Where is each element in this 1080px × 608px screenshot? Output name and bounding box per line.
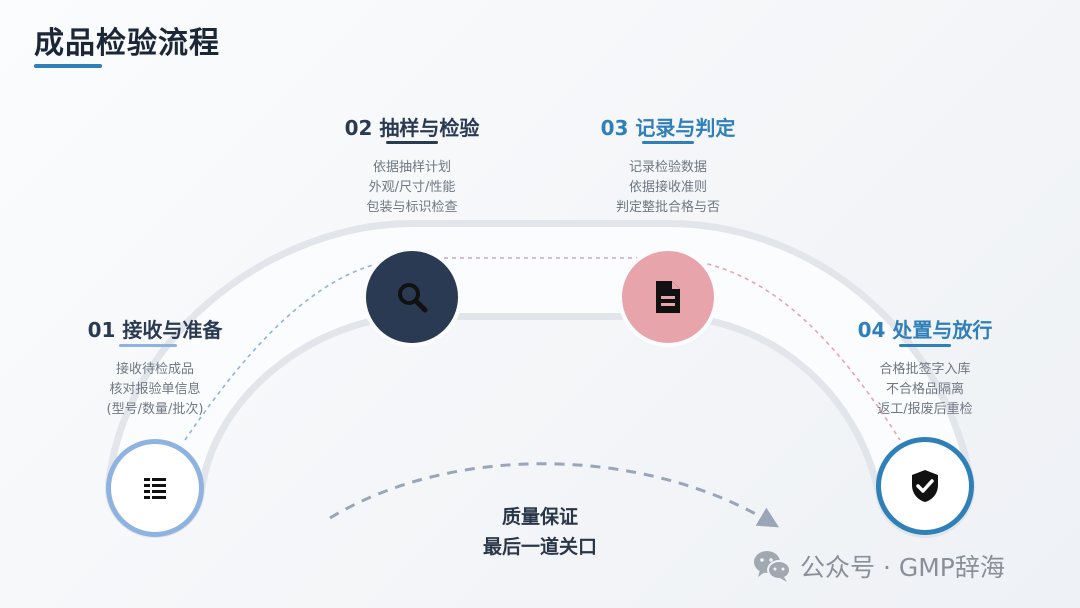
step-1-underline	[119, 344, 177, 347]
center-label-line2: 最后一道关口	[482, 536, 598, 558]
step-4-node	[876, 437, 974, 535]
step-4-line: 不合格品隔离	[885, 382, 965, 397]
step-4-line: 合格批签字入库	[879, 362, 971, 377]
step-2-title: 02 抽样与检验	[344, 116, 480, 140]
step-2-line: 包装与标识检查	[366, 200, 458, 215]
step-1-title: 01 接收与准备	[87, 318, 223, 342]
flow-road	[112, 227, 968, 531]
list-icon	[144, 478, 166, 499]
center-label-line1: 质量保证	[501, 506, 579, 528]
step-1-description: 接收待检成品 核对报验单信息 (型号/数量/批次)	[107, 360, 204, 420]
step-1-line: 接收待检成品	[115, 362, 194, 377]
step-1-line: 核对报验单信息	[109, 382, 201, 397]
step-3-line: 依据接收准则	[628, 180, 708, 195]
step-4-underline	[899, 344, 951, 347]
page-title: 成品检验流程	[34, 26, 220, 61]
quality-arrow	[329, 462, 780, 528]
step-2-underline	[386, 141, 438, 144]
step-2-line: 外观/尺寸/性能	[368, 180, 456, 195]
step-4-line: 返工/报废后重检	[877, 402, 973, 417]
step-3-underline	[642, 141, 694, 144]
watermark-text: 公众号 · GMP辞海	[800, 553, 1005, 582]
title-underline	[34, 64, 102, 68]
watermark: 公众号 · GMP辞海	[752, 546, 1005, 586]
step-2-node	[362, 247, 462, 347]
step-3-node	[618, 247, 718, 347]
step-2-description: 依据抽样计划 外观/尺寸/性能 包装与标识检查	[366, 158, 457, 218]
step-3-description: 记录检验数据 依据接收准则 判定整批合格与否	[616, 158, 720, 218]
wechat-icon	[754, 551, 791, 582]
step-3-line: 记录检验数据	[628, 160, 708, 175]
step-1-line: (型号/数量/批次)	[106, 402, 204, 417]
search-icon	[398, 283, 428, 313]
document-icon	[656, 281, 680, 313]
step-4-description: 合格批签字入库 不合格品隔离 返工/报废后重检	[877, 360, 972, 420]
step-3-line: 判定整批合格与否	[615, 200, 721, 215]
dashed-path-left	[184, 257, 413, 441]
step-4-title: 04 处置与放行	[857, 318, 993, 342]
step-1-node	[106, 439, 204, 537]
center-label: 质量保证 最后一道关口	[483, 502, 597, 562]
step-3-title: 03 记录与判定	[600, 116, 736, 140]
step-2-line: 依据抽样计划	[372, 160, 452, 175]
shield-check-icon	[912, 470, 938, 502]
